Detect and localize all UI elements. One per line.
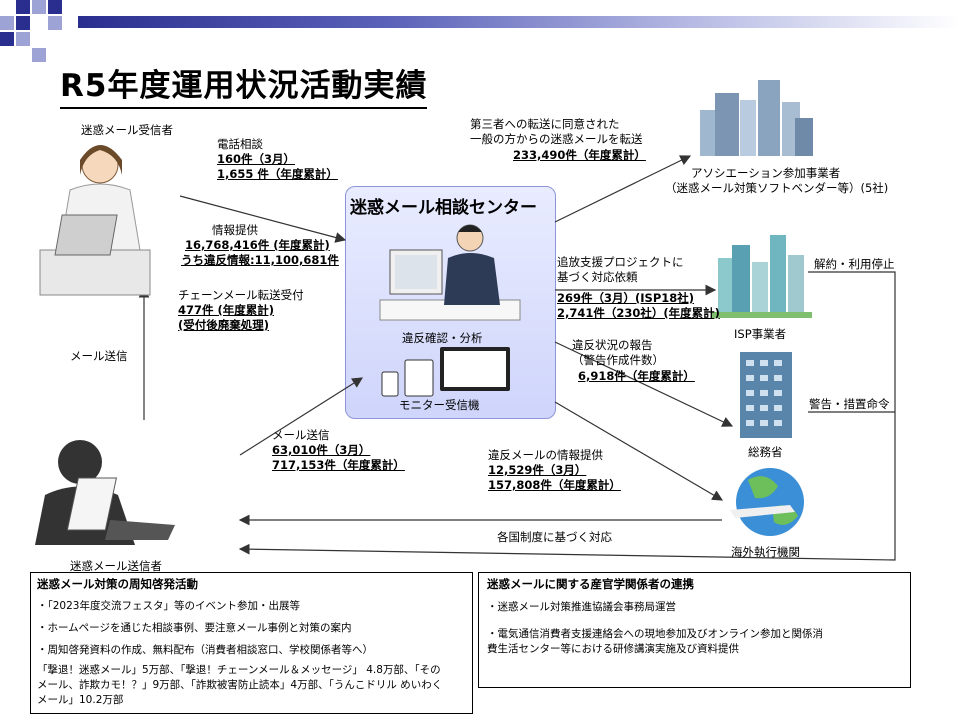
forward-line2: 一般の方からの迷惑メールを転送 — [470, 132, 643, 146]
info-violation: うち違反情報:11,100,681件 — [181, 253, 339, 267]
mic-building-illustration — [740, 352, 792, 438]
header-square — [0, 32, 14, 46]
intl-label: 各国制度に基づく対応 — [497, 530, 612, 544]
sender-label: 迷惑メール送信者 — [70, 559, 162, 573]
pursuit-line2: 基づく対応依頼 — [557, 270, 638, 284]
provide-month: 12,529件（3月） — [488, 463, 587, 477]
arrow-sender-to-center — [239, 377, 364, 456]
header-square — [16, 32, 30, 46]
pursuit-total: 2,741件（230社）(年度累計) — [557, 306, 720, 320]
association-sub-label: （迷惑メール対策ソフトベンダー等）(5社) — [665, 181, 889, 195]
monitor-label: モニター受信機 — [399, 398, 480, 412]
isp-label: ISP事業者 — [734, 327, 787, 341]
phone-month: 160件（3月） — [217, 152, 296, 166]
arrow-center-to-overseas — [554, 401, 724, 501]
sender-illustration — [35, 440, 175, 545]
arrow-isp-to-sender — [238, 271, 896, 561]
collaboration-item: ・迷惑メール対策推進協議会事務局運営 — [487, 601, 676, 613]
awareness-heading: 迷惑メール対策の周知啓発活動 — [37, 577, 198, 591]
header-square — [48, 16, 62, 30]
report-line2: （警告作成件数） — [572, 353, 664, 367]
phone-label: 電話相談 — [217, 137, 263, 151]
receiver-illustration — [39, 145, 151, 296]
operator-illustration — [379, 224, 521, 321]
center-title: 迷惑メール相談センター — [350, 198, 537, 218]
overseas-label: 海外執行機関 — [731, 545, 800, 559]
arrow-receiver-to-center — [179, 195, 347, 243]
header-square — [32, 48, 46, 62]
report-line1: 違反状況の報告 — [572, 338, 653, 352]
arrow-center-to-mic — [554, 341, 734, 427]
chain-total: 477件 (年度累計) — [178, 303, 275, 317]
publication-line: メール」10.2万部 — [37, 694, 124, 706]
chain-label: チェーンメール転送受付 — [178, 288, 304, 302]
check-analysis-label: 違反確認・分析 — [402, 331, 483, 345]
monitor-devices-illustration — [381, 347, 510, 397]
provide-total: 157,808件（年度累計） — [488, 478, 621, 492]
collaboration-item: 費生活センター等における研修講演実施及び資料提供 — [487, 643, 739, 655]
forward-total: 233,490件（年度累計） — [513, 148, 646, 162]
header-square — [16, 16, 30, 30]
association-buildings-illustration — [700, 80, 813, 156]
pursuit-month: 269件（3月）(ISP18社) — [557, 291, 695, 305]
header-square — [0, 16, 14, 30]
awareness-box — [30, 572, 473, 714]
header-square — [32, 0, 46, 14]
collaboration-heading: 迷惑メールに関する産官学関係者の連携 — [487, 577, 694, 591]
phone-total: 1,655 件（年度累計） — [217, 167, 338, 181]
header-square — [16, 0, 30, 14]
awareness-item: ・「2023年度交流フェスタ」等のイベント参加・出展等 — [37, 600, 300, 612]
cancel-label: 解約・利用停止 — [814, 257, 895, 271]
chain-note: (受付後廃棄処理) — [178, 318, 270, 332]
awareness-item: ・ホームページを通じた相談事例、要注意メール事例と対策の案内 — [37, 622, 352, 634]
overseas-globe-illustration — [730, 468, 804, 536]
info-total: 16,768,416件 (年度累計) — [185, 238, 330, 252]
isp-buildings-illustration — [712, 235, 812, 318]
report-total: 6,918件（年度累計） — [578, 369, 695, 383]
publication-line: メール、詐欺カモ！？」9万部、「詐欺被害防止読本」4万部、「うんこドリル めいわ… — [37, 679, 443, 691]
forward-line1: 第三者への転送に同意された — [470, 117, 620, 131]
association-label: アソシエーション参加事業者 — [691, 166, 841, 180]
collaboration-box — [478, 572, 911, 688]
header-gradient-bar — [78, 16, 960, 28]
publication-line: 「撃退！迷惑メール」5万部、「撃退！チェーンメール＆メッセージ」 4.8万部、「… — [37, 664, 441, 676]
awareness-item: ・周知啓発資料の作成、無料配布（消費者相談窓口、学校関係者等へ） — [37, 644, 373, 656]
page-title: R5年度運用状況活動実績 — [60, 66, 428, 109]
header-square — [48, 0, 62, 14]
arrow-center-to-association — [554, 155, 692, 223]
mail-send-label: メール送信 — [272, 428, 330, 442]
collaboration-item: ・電気通信消費者支援連絡会への現地参加及びオンライン参加と関係消 — [487, 628, 823, 640]
mic-label: 総務省 — [748, 445, 783, 459]
mail-send-total: 717,153件（年度累計） — [272, 458, 405, 472]
pursuit-line1: 追放支援プロジェクトに — [557, 255, 684, 269]
warning-label: 警告・措置命令 — [809, 397, 890, 411]
mail-send-month: 63,010件（3月） — [272, 443, 371, 457]
info-label: 情報提供 — [212, 223, 258, 237]
provide-label: 違反メールの情報提供 — [488, 448, 603, 462]
receiver-label: 迷惑メール受信者 — [81, 123, 173, 137]
mail-send-left-label: メール送信 — [70, 349, 128, 363]
